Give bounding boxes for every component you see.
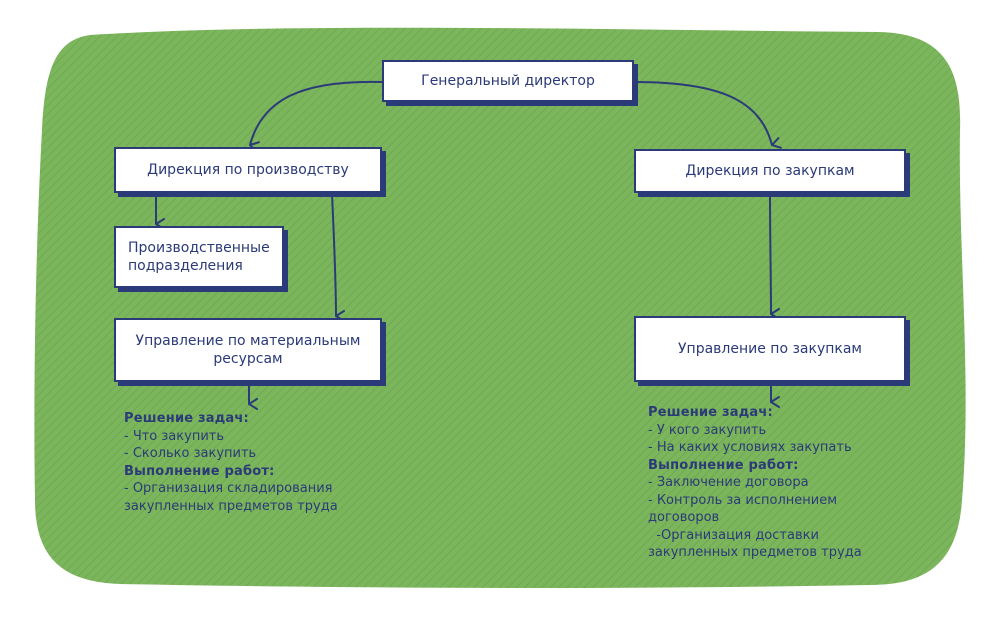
material-resources-mgmt-box: Управление по материальным ресурсам [114, 318, 382, 382]
left-task-item: - Сколько закупить [124, 446, 257, 461]
right-tasks-heading: Решение задач: [648, 405, 773, 420]
right-work-item: - Контроль за исполнением [648, 492, 838, 508]
production-units-line-1: Производственные [128, 240, 270, 256]
production-directorate-label: Дирекция по производству [147, 162, 349, 178]
connector-ceo-to-procurement [633, 81, 783, 149]
connector-procurement-to-mgmt [769, 192, 781, 320]
production-directorate-box: Дирекция по производству [114, 147, 382, 193]
production-units-line-2: подразделения [128, 258, 243, 274]
right-work-item: закупленных предметов труда [648, 545, 862, 560]
ceo-box: Генеральный директор [382, 60, 634, 102]
material-resources-line-2: ресурсам [213, 351, 283, 367]
production-units-box: Производственные подразделения [114, 226, 284, 288]
ceo-label: Генеральный директор [421, 73, 595, 89]
material-resources-line-1: Управление по материальным [135, 333, 361, 349]
left-work-heading: Выполнение работ: [124, 463, 275, 479]
left-task-item: - Что закупить [124, 428, 225, 444]
left-work-item: - Организация складирования [124, 481, 333, 496]
left-work-item: закупленных предметов труда [124, 498, 338, 514]
right-work-item: договоров [648, 510, 720, 525]
right-work-item: - Заключение договора [648, 475, 809, 490]
left-notes: Решение задач: - Что закупить - Сколько … [124, 410, 338, 515]
right-work-heading: Выполнение работ: [648, 457, 799, 473]
procurement-directorate-box: Дирекция по закупкам [634, 149, 906, 193]
right-task-item: - У кого закупить [648, 422, 767, 438]
right-task-item: - На каких условиях закупать [648, 440, 852, 455]
procurement-mgmt-label: Управление по закупкам [678, 341, 862, 357]
left-tasks-heading: Решение задач: [124, 411, 249, 426]
procurement-directorate-label: Дирекция по закупкам [685, 163, 855, 179]
right-work-item: -Организация доставки [648, 527, 819, 543]
connector-ceo-to-production [248, 80, 383, 153]
procurement-mgmt-box: Управление по закупкам [634, 316, 906, 382]
right-notes: Решение задач: - У кого закупить - На ка… [648, 404, 862, 562]
connector-production-to-materials [331, 192, 346, 322]
